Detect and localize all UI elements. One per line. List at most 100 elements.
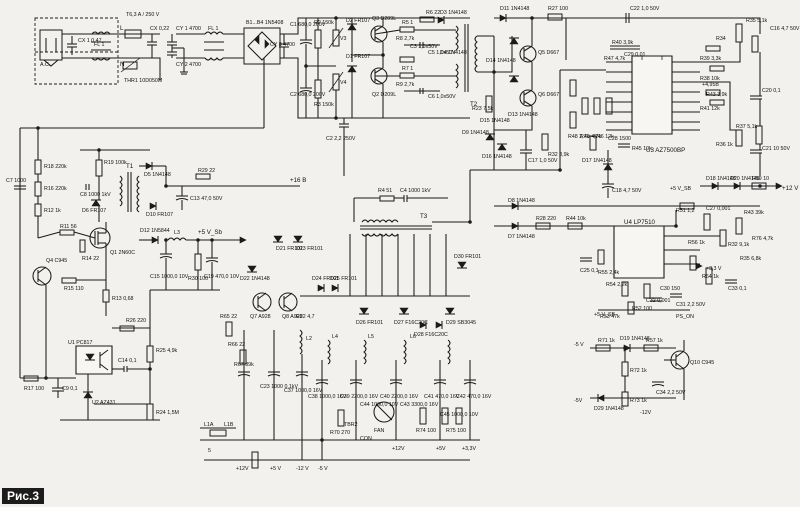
d9-label: D9 1N4148 (462, 130, 489, 136)
r28-label: R28 220 (536, 216, 556, 222)
r46-label: R46 12k (594, 134, 614, 140)
d20-label: D20 1N4148 (730, 176, 760, 182)
c4-label: C4 1000 1kV (400, 188, 431, 194)
r76-label: R76 4,7k (752, 236, 774, 242)
c28-label: C28 1500 (608, 136, 631, 142)
thermistor-label: THR1 10D050M (124, 78, 162, 84)
d27-label: D27 F16C20C (394, 320, 428, 326)
d11-label: D11 1N4148 (500, 6, 529, 12)
u4-support-wiring (494, 202, 760, 314)
q4-label: Q4 C945 (46, 258, 67, 264)
c17-capacitor (520, 130, 532, 170)
plus12b-label: +12V (236, 466, 249, 472)
t1-label: T1 (126, 163, 134, 170)
cy3-label: CY 3 4700 (270, 42, 295, 48)
q7-label: Q7 A928 (250, 314, 271, 320)
q3-transistor (371, 26, 387, 42)
c43-label: C43 3300,0 16V (400, 402, 439, 408)
d10-label: D10 FR107 (146, 212, 173, 218)
junction-dots (36, 16, 762, 442)
minus5-label: -5V (574, 398, 583, 404)
t3-main-transformer (354, 170, 470, 236)
r25-label: R25 4,9k (156, 348, 178, 354)
driver-pwm-section (470, 13, 782, 406)
minus5c-label: -5 V (574, 342, 584, 348)
q8-transistor (279, 293, 297, 311)
r34-label: R34 (716, 36, 726, 42)
q2-label: Q2 D209L (372, 92, 396, 98)
d28-label: D28 F16C20C (414, 332, 448, 338)
output-inductors (300, 330, 450, 364)
c37-label: C37 1000,0 16V (284, 388, 323, 394)
r66-label: R66 22 (228, 342, 245, 348)
q6-label: Q6 D667 (538, 92, 559, 98)
c2b-capacitor (339, 118, 349, 176)
r15-resistor (62, 278, 76, 283)
minus5b-label: -5 V (318, 466, 328, 472)
c2-label: C2 680,0 200V (290, 92, 326, 98)
d20b-label: D29 1N4148 (594, 406, 624, 412)
secondary-section (200, 170, 480, 468)
q5-label: Q5 D667 (538, 50, 559, 56)
c2b-label: C2 2,2 250V (326, 136, 356, 142)
r71-label: R71 1k (598, 338, 615, 344)
t1-standby-transformer (120, 172, 139, 212)
mains-input-section (35, 18, 336, 118)
r37-label: R37 5,1k (736, 124, 758, 130)
c29-label: C29 0,01 (624, 52, 646, 58)
v3-v4-varistors (329, 18, 343, 118)
r35b-label: R35 6,8k (740, 256, 762, 262)
d29-label: D29 SB3045 (446, 320, 476, 326)
q10-label: Q10 C945 (690, 360, 714, 366)
r48-label: R48 2,7k (568, 134, 590, 140)
c23-label: C23 1000 0,1kV (260, 384, 298, 390)
r54-label: R54 2,2k (606, 282, 628, 288)
c9-capacitor (52, 378, 64, 398)
c17-label: C17 1,0 50V (528, 158, 558, 164)
cy2-label: CY 2 4700 (176, 62, 201, 68)
r35-label: R35 5,1k (746, 18, 768, 24)
fuse (125, 30, 141, 38)
r22-label: R22 4,7 (296, 314, 315, 320)
c15-label: C15 1000,0 10V (150, 274, 189, 280)
input-filter-box (35, 18, 118, 84)
r17-label: R17 100 (24, 386, 44, 392)
q3-label: Q3 D209L (372, 16, 396, 22)
rectifier-diode-array (247, 236, 467, 329)
c7-label: C7 1000 (6, 178, 26, 184)
neutral-label: N (120, 61, 124, 68)
c16-label: C16 4,7 50V (770, 26, 800, 32)
cx1-label: CX 1 0,47 (78, 38, 102, 44)
r14-resistor (80, 240, 85, 252)
output-runs (200, 330, 480, 460)
c45-label: C45 1000,0 10V (440, 412, 479, 418)
r9-label: R9 2,7k (396, 82, 415, 88)
d25-label: D25 FR101 (330, 276, 357, 282)
tbr2-label: TBR2 (344, 422, 358, 428)
r56-label: R56 1k (688, 240, 705, 246)
c14-capacitor (124, 366, 127, 372)
c34-label: C34 2,2 50V (656, 390, 686, 396)
d23-label: D23 FR101 (296, 246, 323, 252)
d16-label: D16 1N4148 (482, 154, 512, 160)
minus12-label: -12V (640, 410, 652, 416)
label-5: 5 (208, 448, 211, 454)
c14-label: C14 0,1 (118, 358, 137, 364)
r32-label: R32 3,9k (548, 152, 570, 158)
t2-label: T2 (470, 101, 478, 108)
cx2-label: CX 0,22 (150, 26, 169, 32)
cx2-capacitor (147, 34, 157, 58)
c22-label: C22 1,0 50V (630, 6, 660, 12)
q8-label: Q8 A928 (282, 314, 303, 320)
d24-label: D24 FR101 (312, 276, 339, 282)
minus12b-label: -12 V (296, 466, 309, 472)
d14-label: D14 1N4148 (486, 58, 516, 64)
r39-label: R39 3,3k (700, 56, 722, 62)
plus5b-label: +5 V (270, 466, 282, 472)
v4-label: V4 (340, 80, 347, 86)
r52-label: R52 100 (632, 306, 652, 312)
u2-label: U2 AZ431 (92, 400, 116, 406)
r5-label: R5 1 (402, 20, 413, 26)
